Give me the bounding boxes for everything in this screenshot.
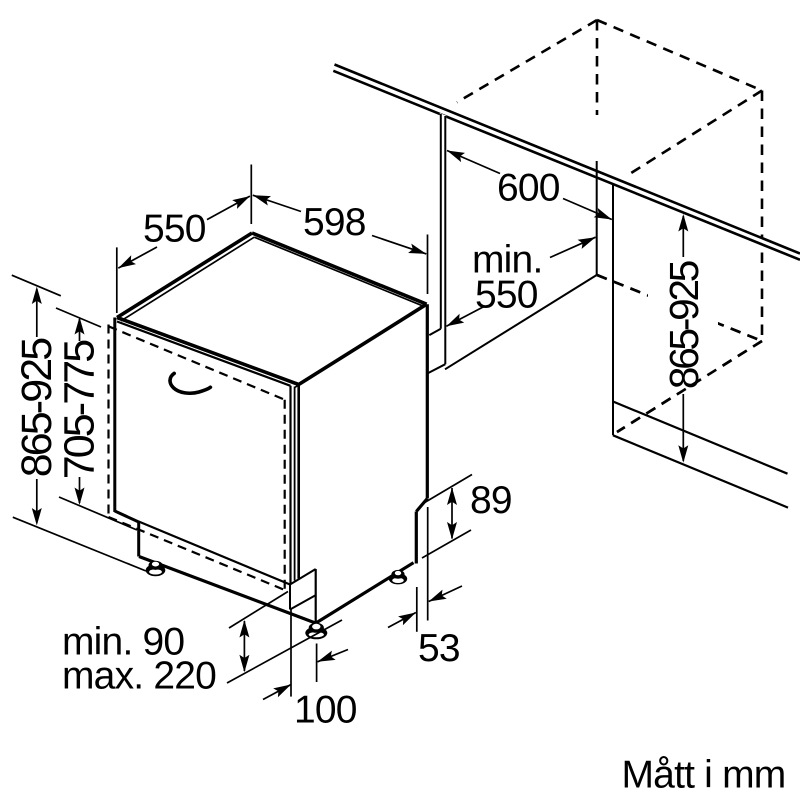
svg-text:550: 550 [143, 207, 206, 250]
svg-text:Mått i mm: Mått i mm [622, 754, 786, 797]
svg-text:89: 89 [470, 479, 512, 522]
svg-text:598: 598 [303, 201, 366, 244]
svg-text:100: 100 [294, 689, 357, 732]
svg-text:550: 550 [475, 274, 538, 317]
svg-text:53: 53 [418, 627, 460, 670]
svg-text:600: 600 [497, 167, 560, 210]
svg-text:max. 220: max. 220 [62, 654, 216, 697]
svg-text:865-925: 865-925 [13, 338, 61, 477]
svg-text:705-775: 705-775 [56, 340, 104, 479]
svg-text:min.: min. [472, 239, 542, 282]
svg-text:min. 90: min. 90 [62, 620, 184, 663]
svg-text:865-925: 865-925 [661, 261, 707, 389]
